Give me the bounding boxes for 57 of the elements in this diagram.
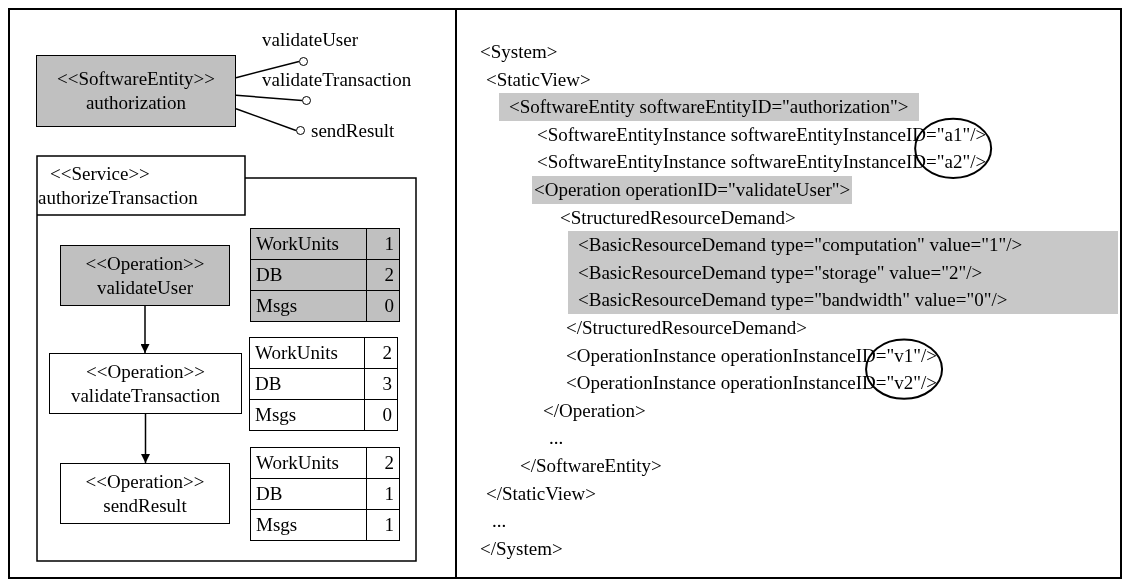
code-line: <System> xyxy=(480,40,558,64)
connector-line xyxy=(235,108,297,132)
resource-table xyxy=(250,228,400,322)
arrow xyxy=(141,413,150,464)
code-line: </StaticView> xyxy=(486,481,596,506)
resource-value: 1 xyxy=(366,228,400,260)
stereotype-label: <<Operation>> xyxy=(85,469,205,494)
stereotype-label: <<Service>> xyxy=(49,161,151,186)
resource-value: 0 xyxy=(366,290,400,322)
resource-value: 2 xyxy=(364,337,398,369)
resource-table xyxy=(250,447,400,541)
resource-value: 2 xyxy=(366,259,400,291)
arrow xyxy=(140,305,150,354)
operation-box xyxy=(60,463,230,524)
entity-box xyxy=(36,55,236,127)
interface-label: validateUser xyxy=(262,28,358,52)
operation-name: validateUser xyxy=(97,275,193,300)
resource-name: WorkUnits xyxy=(249,337,365,369)
resource-value: 2 xyxy=(366,447,400,479)
service-frame xyxy=(36,155,417,562)
resource-name: DB xyxy=(250,259,367,291)
resource-value: 3 xyxy=(364,368,398,400)
stereotype-label: <<SoftwareEntity>> xyxy=(57,67,215,91)
interface-circle xyxy=(296,126,305,135)
code-line: ... xyxy=(549,426,564,451)
code-line: </StructuredResourceDemand> xyxy=(566,316,807,340)
operation-name: validateTransaction xyxy=(70,383,221,408)
interface-circle xyxy=(302,96,311,105)
connector-line xyxy=(235,60,300,79)
resource-name: Msgs xyxy=(250,509,367,541)
connector-line xyxy=(235,94,303,102)
resource-name: DB xyxy=(249,368,365,400)
code-line: <StaticView> xyxy=(486,67,591,92)
stereotype-label: <<Operation>> xyxy=(85,251,205,276)
interface-label: sendResult xyxy=(311,119,395,143)
resource-name: WorkUnits xyxy=(250,228,367,260)
interface-circle xyxy=(299,57,308,66)
resource-table xyxy=(249,337,398,431)
resource-name: DB xyxy=(250,478,367,510)
code-line: </SoftwareEntity> xyxy=(520,454,662,478)
operation-box xyxy=(60,245,230,306)
resource-name: Msgs xyxy=(250,290,367,322)
code-line: <StructuredResourceDemand> xyxy=(560,205,796,230)
code-line: ... xyxy=(492,509,507,534)
resource-value: 0 xyxy=(364,399,398,431)
resource-value: 1 xyxy=(366,478,400,510)
operation-name: sendResult xyxy=(103,493,187,518)
resource-name: WorkUnits xyxy=(250,447,367,479)
code-line: </Operation> xyxy=(543,398,646,423)
resource-name: Msgs xyxy=(249,399,365,431)
entity-name: authorization xyxy=(85,91,187,115)
service-name: authorizeTransaction xyxy=(38,185,199,210)
code-line: </System> xyxy=(480,536,563,561)
operation-box xyxy=(49,353,242,414)
interface-label: validateTransaction xyxy=(262,68,412,92)
stereotype-label: <<Operation>> xyxy=(86,359,205,384)
resource-value: 1 xyxy=(366,509,400,541)
